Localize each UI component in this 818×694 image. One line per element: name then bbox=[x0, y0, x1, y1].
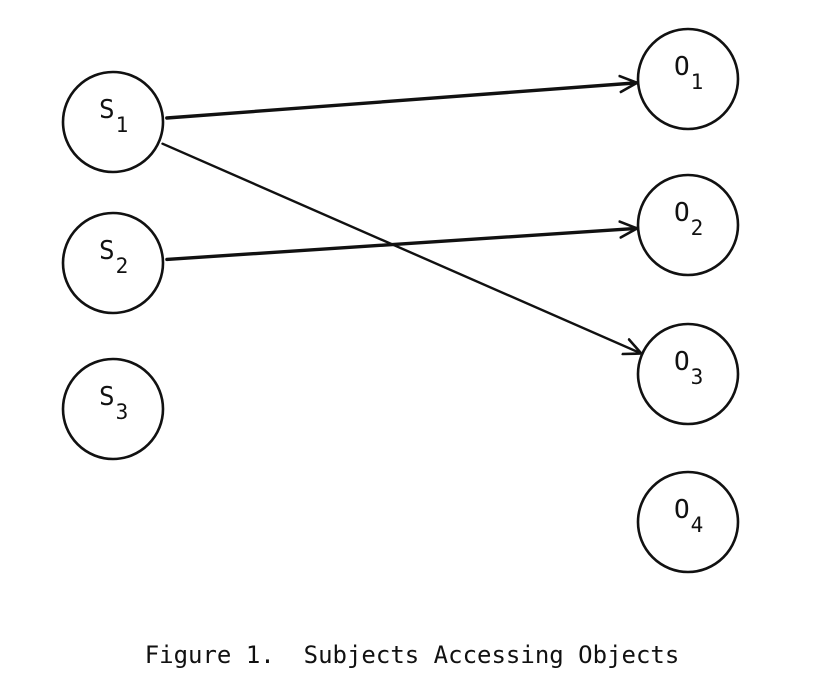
object-node-4: O4 bbox=[636, 470, 740, 574]
subject-label-subscript: 3 bbox=[116, 400, 129, 424]
object-label-letter: O bbox=[674, 347, 690, 377]
edges bbox=[161, 83, 642, 354]
object-label: O4 bbox=[674, 495, 703, 537]
subject-circle bbox=[61, 211, 165, 315]
subject-label-letter: S bbox=[99, 95, 115, 125]
object-node-1: O1 bbox=[636, 27, 740, 131]
subject-label-letter: S bbox=[99, 382, 115, 412]
figure-caption: Figure 1. Subjects Accessing Objects bbox=[145, 641, 680, 669]
subject-label-subscript: 2 bbox=[116, 254, 129, 278]
object-label-subscript: 2 bbox=[691, 216, 704, 240]
object-label: O2 bbox=[674, 198, 703, 240]
edge-s1-to-o3 bbox=[161, 142, 642, 354]
object-label-subscript: 3 bbox=[691, 365, 704, 389]
subject-label-subscript: 1 bbox=[116, 113, 129, 137]
edge-s1-to-o1 bbox=[165, 83, 639, 120]
object-label-subscript: 4 bbox=[691, 513, 704, 537]
object-node-2: O2 bbox=[636, 173, 740, 277]
object-node-3: O3 bbox=[636, 322, 740, 426]
subject-label-letter: S bbox=[99, 236, 115, 266]
subject-label: S3 bbox=[99, 382, 128, 424]
subject-node-1: S1 bbox=[61, 70, 165, 174]
object-circle bbox=[636, 27, 740, 131]
object-label: O1 bbox=[674, 52, 703, 94]
subject-label: S2 bbox=[99, 236, 128, 278]
object-label-letter: O bbox=[674, 198, 690, 228]
subject-node-3: S3 bbox=[61, 357, 165, 461]
object-circle bbox=[636, 470, 740, 574]
subject-label: S1 bbox=[99, 95, 128, 137]
object-circle bbox=[636, 173, 740, 277]
object-circle bbox=[636, 322, 740, 426]
edge-s2-to-o2 bbox=[165, 228, 639, 262]
subject-circle bbox=[61, 70, 165, 174]
subject-circle bbox=[61, 357, 165, 461]
object-label-letter: O bbox=[674, 495, 690, 525]
object-label-letter: O bbox=[674, 52, 690, 82]
object-label-subscript: 1 bbox=[691, 70, 704, 94]
subject-node-2: S2 bbox=[61, 211, 165, 315]
object-label: O3 bbox=[674, 347, 703, 389]
